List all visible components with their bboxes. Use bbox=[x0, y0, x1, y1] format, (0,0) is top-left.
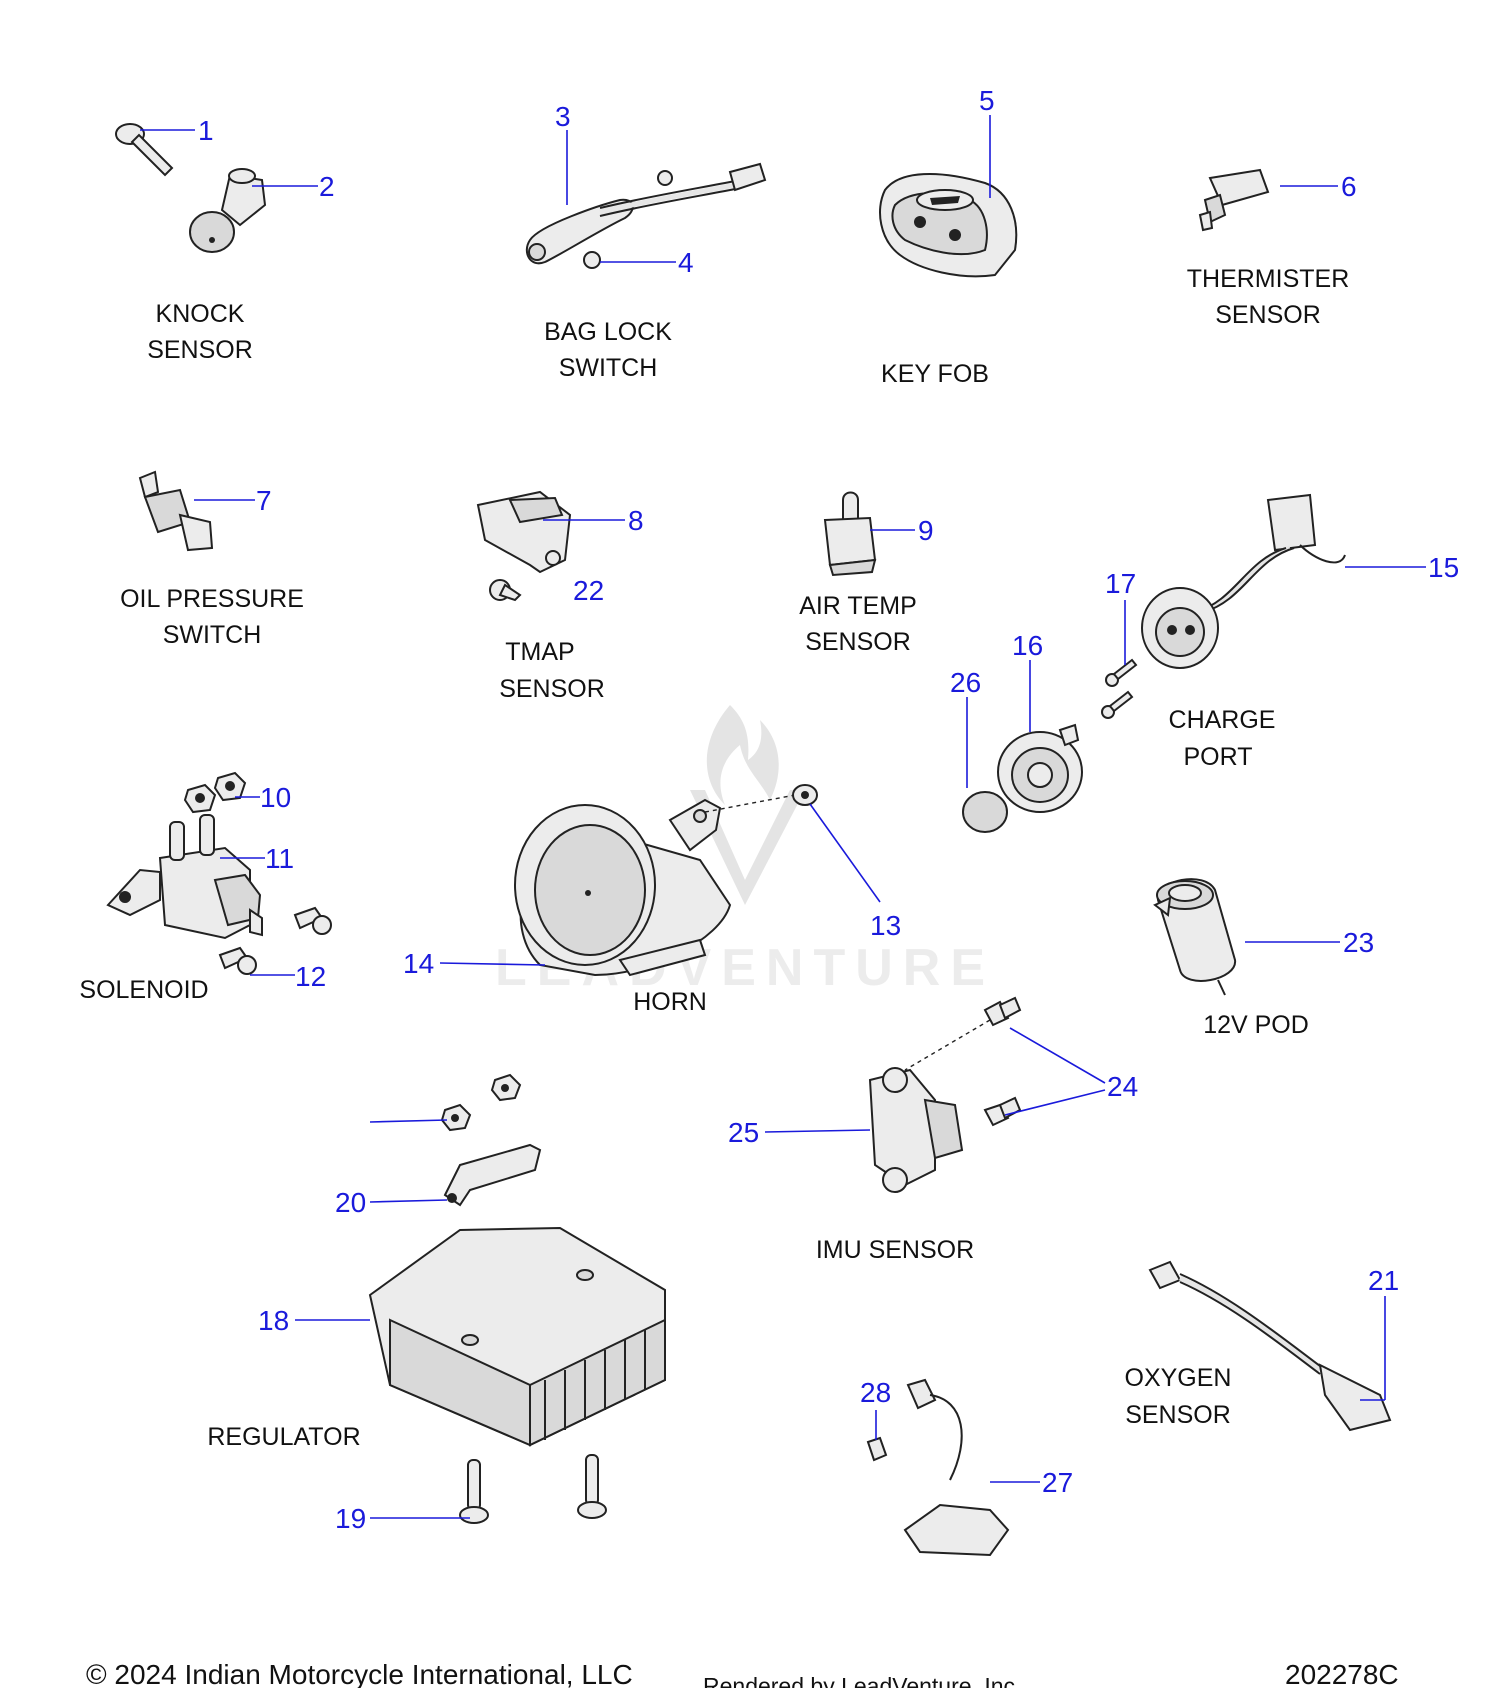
part-3-bag-lock-switch bbox=[525, 162, 767, 269]
callout-18: 18 bbox=[258, 1305, 289, 1336]
part-21-oxygen-sensor bbox=[1148, 1260, 1392, 1432]
part-14-horn bbox=[514, 798, 732, 977]
callout-3: 3 bbox=[555, 101, 571, 132]
caption-tmap-line1: TMAP bbox=[505, 638, 574, 666]
document-number: 202278C bbox=[1285, 1659, 1399, 1688]
caption-oxygen-line2: SENSOR bbox=[1125, 1401, 1231, 1429]
caption-air-temp-line1: AIR TEMP bbox=[799, 592, 917, 620]
callout-14: 14 bbox=[403, 948, 434, 979]
part-15-charge-port bbox=[1141, 493, 1346, 669]
part-18-regulator bbox=[368, 1226, 666, 1447]
caption-solenoid: SOLENOID bbox=[79, 976, 208, 1004]
caption-charge-port-line1: CHARGE bbox=[1169, 706, 1276, 734]
part-26-plate bbox=[962, 791, 1008, 833]
imu-upper-dashed-line bbox=[904, 1019, 991, 1071]
part-11-solenoid bbox=[106, 814, 263, 940]
callout-6: 6 bbox=[1341, 171, 1357, 202]
caption-oil-pressure-line1: OIL PRESSURE bbox=[120, 585, 304, 613]
part-12-screws bbox=[218, 906, 332, 975]
part-24-bolts bbox=[983, 996, 1022, 1127]
caption-regulator: REGULATOR bbox=[207, 1423, 360, 1451]
callout-2: 2 bbox=[319, 171, 335, 202]
callout-26: 26 bbox=[950, 667, 981, 698]
part-13-washer bbox=[792, 784, 818, 806]
part-5-key-fob bbox=[879, 172, 1018, 278]
callout-8: 8 bbox=[628, 505, 644, 536]
callout-21: 21 bbox=[1368, 1265, 1399, 1296]
caption-12v-pod: 12V POD bbox=[1203, 1011, 1309, 1039]
part-25-imu-sensor bbox=[868, 1067, 964, 1193]
part-7-oil-pressure-switch bbox=[138, 470, 214, 552]
callout-13: 13 bbox=[870, 910, 901, 941]
callout-28: 28 bbox=[860, 1377, 891, 1408]
part-9-air-temp-sensor bbox=[823, 491, 877, 577]
part-captions: KNOCK SENSOR BAG LOCK SWITCH KEY FOB THE… bbox=[79, 265, 1349, 1451]
part-20-bracket bbox=[443, 1143, 542, 1207]
callout-23: 23 bbox=[1343, 927, 1374, 958]
part-10-nuts bbox=[183, 771, 247, 814]
callout-11: 11 bbox=[265, 843, 294, 874]
rendered-by-text: Rendered by LeadVenture, Inc. bbox=[703, 1673, 1021, 1688]
part-17-screws bbox=[1101, 658, 1138, 719]
part-2-knock-sensor bbox=[189, 168, 267, 253]
callout-12: 12 bbox=[295, 961, 326, 992]
part-19-bolts bbox=[459, 1454, 607, 1524]
callout-10: 10 bbox=[260, 782, 291, 813]
leader-lines bbox=[140, 115, 1426, 1519]
callout-27: 27 bbox=[1042, 1467, 1073, 1498]
part-6-thermister-sensor bbox=[1198, 168, 1270, 232]
footer: © 2024 Indian Motorcycle International, … bbox=[86, 1659, 1399, 1688]
caption-oxygen-line1: OXYGEN bbox=[1125, 1364, 1232, 1392]
caption-bag-lock-line2: SWITCH bbox=[559, 354, 658, 382]
callout-4: 4 bbox=[678, 247, 694, 278]
callout-1: 1 bbox=[198, 115, 214, 146]
callout-7: 7 bbox=[256, 485, 272, 516]
caption-bag-lock-line1: BAG LOCK bbox=[544, 318, 672, 346]
caption-tmap-line2: SENSOR bbox=[499, 675, 605, 703]
callout-22: 22 bbox=[573, 575, 604, 606]
caption-oil-pressure-line2: SWITCH bbox=[163, 621, 262, 649]
callout-17: 17 bbox=[1105, 568, 1136, 599]
part-1-bolt bbox=[115, 123, 174, 177]
part-8-tmap-sensor bbox=[476, 490, 572, 574]
callout-16: 16 bbox=[1012, 630, 1043, 661]
caption-knock-sensor-line2: SENSOR bbox=[147, 336, 253, 364]
caption-knock-sensor-line1: KNOCK bbox=[156, 300, 245, 328]
callout-24: 24 bbox=[1107, 1071, 1138, 1102]
caption-horn: HORN bbox=[633, 988, 707, 1016]
caption-charge-port-line2: PORT bbox=[1184, 743, 1253, 771]
callout-25: 25 bbox=[728, 1117, 759, 1148]
caption-thermister-line1: THERMISTER bbox=[1187, 265, 1350, 293]
part-23-12v-pod bbox=[1153, 878, 1237, 996]
callout-20: 20 bbox=[335, 1187, 366, 1218]
callout-19: 19 bbox=[335, 1503, 366, 1534]
part-28-grommet bbox=[866, 1436, 888, 1462]
caption-air-temp-line2: SENSOR bbox=[805, 628, 911, 656]
part-27-sensor bbox=[903, 1378, 1010, 1557]
callout-9: 9 bbox=[918, 515, 934, 546]
part-16-charge-port-cap bbox=[997, 723, 1083, 813]
caption-key-fob: KEY FOB bbox=[881, 360, 989, 388]
caption-imu-sensor: IMU SENSOR bbox=[816, 1236, 974, 1264]
copyright-text: © 2024 Indian Motorcycle International, … bbox=[86, 1659, 633, 1688]
part-10-nuts-lower bbox=[440, 1073, 522, 1132]
callout-5: 5 bbox=[979, 85, 995, 116]
caption-thermister-line2: SENSOR bbox=[1215, 301, 1321, 329]
callout-numbers: 1 2 3 4 5 6 7 8 9 10 11 12 13 14 15 16 1… bbox=[198, 85, 1459, 1534]
callout-15: 15 bbox=[1428, 552, 1459, 583]
part-22-screw bbox=[489, 579, 522, 602]
